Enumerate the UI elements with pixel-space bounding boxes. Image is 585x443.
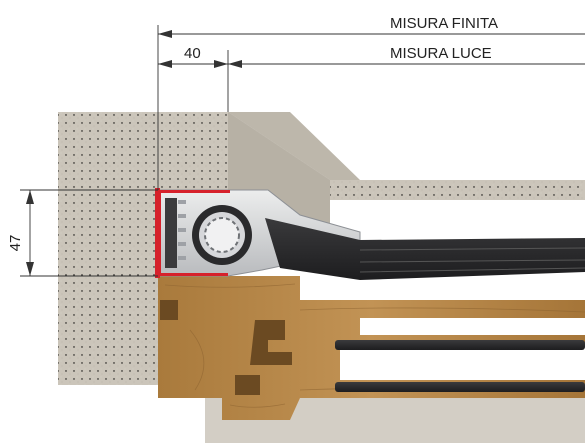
label-light-size: MISURA LUCE (390, 45, 492, 62)
wooden-frame-grooves (160, 300, 292, 395)
arrow-height-top (26, 190, 34, 204)
label-width-dimension: 40 (184, 45, 201, 62)
aluminium-profile (155, 188, 585, 280)
concrete-wall-top-face (228, 112, 360, 180)
arrow-height-bottom (26, 262, 34, 276)
profile-ribs (178, 200, 186, 260)
concrete-wall-front (58, 112, 585, 385)
arrow-width-right (214, 60, 228, 68)
concrete-floor (205, 390, 585, 443)
label-finished-size: MISURA FINITA (390, 15, 498, 32)
concrete-reveal (228, 112, 330, 230)
red-seal-left (155, 188, 160, 278)
dimension-lines (20, 25, 585, 277)
profile-brush-seal (165, 198, 177, 268)
roller-drum-core (204, 217, 240, 253)
glazing-seal-lower (335, 382, 585, 392)
arrow-finished (158, 30, 172, 38)
wooden-frame (158, 276, 585, 420)
glazing-seal-upper (335, 340, 585, 350)
concrete-wall (58, 112, 585, 443)
label-height-dimension: 47 (7, 235, 24, 252)
screen-mesh-texture (359, 247, 585, 273)
arrow-light (228, 60, 242, 68)
arrow-width-left (158, 60, 172, 68)
